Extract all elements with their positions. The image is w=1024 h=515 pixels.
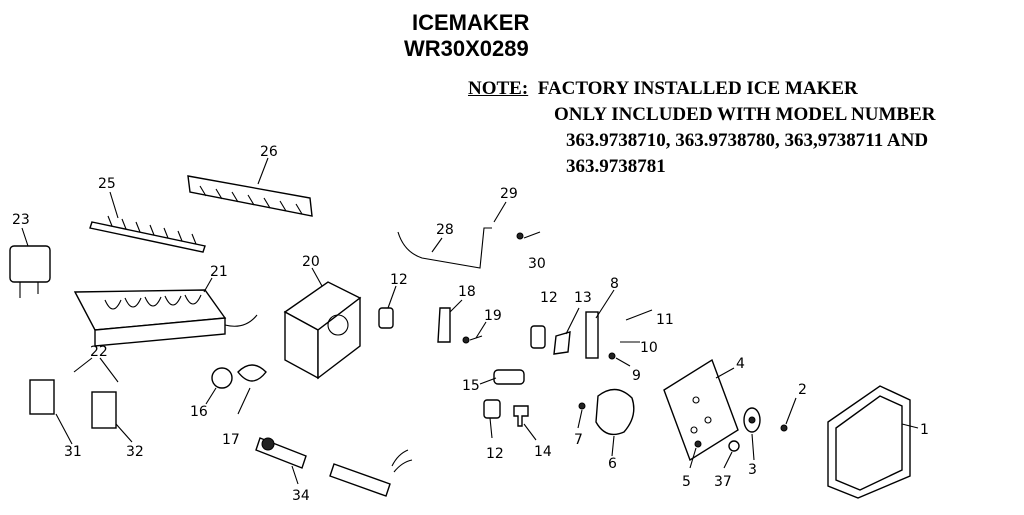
- part-22-31-32-shape: [29, 357, 133, 445]
- callout-19: 19: [484, 308, 502, 324]
- callout-9: 9: [632, 368, 641, 384]
- callout-6: 6: [608, 456, 617, 472]
- callout-10: 10: [640, 340, 658, 356]
- note-label: NOTE:: [468, 78, 529, 99]
- part-23-shape: [9, 227, 51, 298]
- callout-1: 1: [920, 422, 929, 438]
- callout-21: 21: [210, 264, 228, 280]
- part-28-29-30-shape: [397, 201, 541, 269]
- part-4-shape: [663, 358, 739, 462]
- callout-5: 5: [682, 474, 691, 490]
- note-line-1: FACTORY INSTALLED ICE MAKER: [537, 78, 858, 99]
- part-2-3-37-5-shape: [689, 397, 797, 469]
- part-21-shape: [73, 277, 258, 347]
- callout-30: 30: [528, 256, 546, 272]
- callout-17: 17: [222, 432, 240, 448]
- callout-16: 16: [190, 404, 208, 420]
- callout-4: 4: [736, 356, 745, 372]
- part-6-7-shape: [577, 388, 635, 457]
- part-12-13-8-shape: [530, 289, 615, 359]
- callout-34: 34: [292, 488, 310, 504]
- part-12a-shape: [378, 285, 397, 329]
- callout-15: 15: [462, 378, 480, 394]
- part-26-shape: [187, 157, 313, 217]
- callout-37: 37: [714, 474, 732, 490]
- callout-22: 22: [90, 344, 108, 360]
- callout-12-top: 12: [390, 272, 408, 288]
- callout-3: 3: [748, 462, 757, 478]
- callout-2: 2: [798, 382, 807, 398]
- callout-26: 26: [260, 144, 278, 160]
- callout-13: 13: [574, 290, 592, 306]
- part-16-17-shape: [205, 364, 267, 415]
- callout-12-mid: 12: [540, 290, 558, 306]
- part-1-shape: [827, 385, 919, 499]
- callout-32: 32: [126, 444, 144, 460]
- callout-14: 14: [534, 444, 552, 460]
- part-15-12-14-shape: [479, 369, 537, 441]
- note-line-4: 363.9738781: [566, 156, 666, 177]
- diagram-title: ICEMAKER: [412, 10, 530, 35]
- note-block: NOTE: FACTORY INSTALLED ICE MAKER: [468, 78, 858, 100]
- part-20-shape: [283, 267, 362, 380]
- part-25-shape: [89, 191, 206, 253]
- note-line-2: ONLY INCLUDED WITH MODEL NUMBER: [554, 104, 936, 125]
- callout-23: 23: [12, 212, 30, 228]
- callout-7: 7: [574, 432, 583, 448]
- part-34-shape: [255, 437, 413, 497]
- callout-18: 18: [458, 284, 476, 300]
- callout-8: 8: [610, 276, 619, 292]
- callout-25: 25: [98, 176, 116, 192]
- note-line-3: 363.9738710, 363.9738780, 363,9738711 AN…: [566, 130, 929, 151]
- callout-29: 29: [500, 186, 518, 202]
- callout-31: 31: [64, 444, 82, 460]
- callout-12-low: 12: [486, 446, 504, 462]
- callout-28: 28: [436, 222, 454, 238]
- part-18-19-shape: [437, 299, 487, 344]
- part-9-10-11-shape: [608, 309, 653, 367]
- part-number: WR30X0289: [404, 36, 529, 61]
- callout-20: 20: [302, 254, 320, 270]
- callout-11: 11: [656, 312, 674, 328]
